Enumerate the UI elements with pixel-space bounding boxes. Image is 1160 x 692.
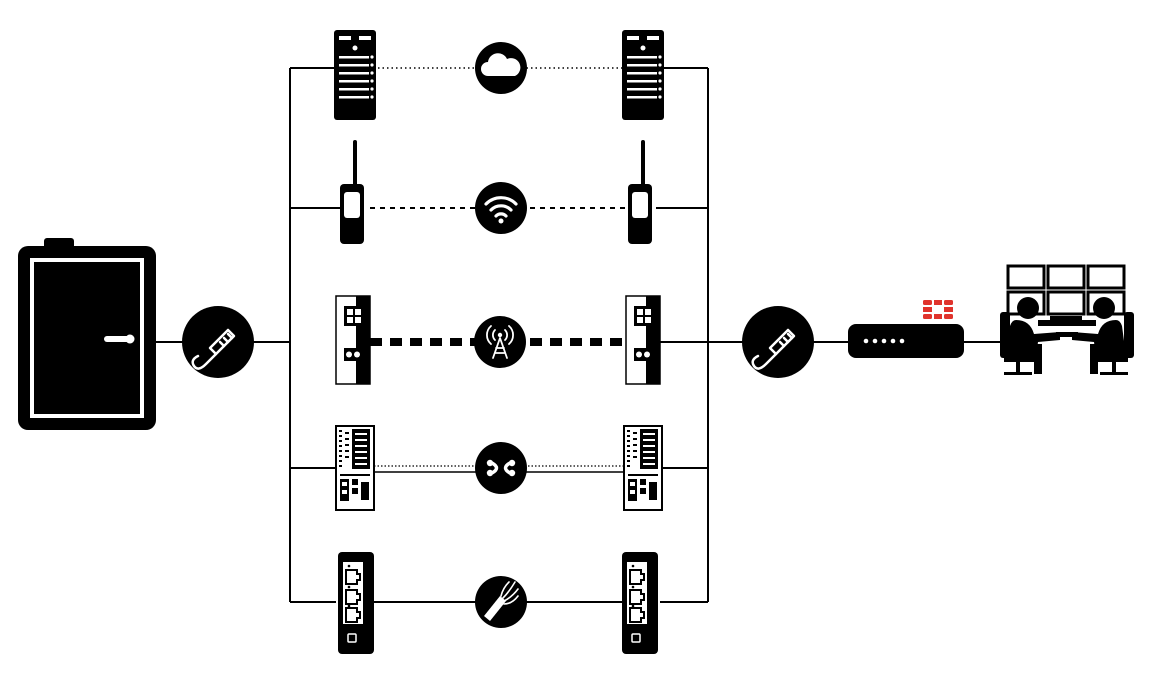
- firewall-router-icon: [848, 324, 964, 358]
- ethernet-cable-icon: [182, 306, 254, 378]
- backbone-lines: [152, 67, 1000, 603]
- door-panel-icon: [18, 238, 156, 430]
- radio-transmitter-icon: [628, 140, 652, 244]
- copper-cable-icon: [475, 576, 527, 628]
- control-room-icon: [1000, 264, 1134, 375]
- radio-transmitter-icon: [340, 140, 364, 244]
- wifi-icon: [475, 182, 527, 234]
- cloud-icon: [475, 42, 527, 94]
- din-switch-icon: [335, 425, 375, 511]
- ethernet-cable-icon: [742, 306, 814, 378]
- server-rack-icon: [622, 30, 664, 120]
- server-rack-icon: [334, 30, 376, 120]
- din-switch-icon: [623, 425, 663, 511]
- wall-io-module-icon: [335, 295, 371, 385]
- firewall-logo-icon: [923, 300, 953, 319]
- ethernet-switch-icon: [621, 551, 659, 655]
- ethernet-switch-icon: [337, 551, 375, 655]
- cell-tower-icon: [474, 316, 526, 368]
- wall-io-module-icon: [625, 295, 661, 385]
- fiber-link-icon: [475, 442, 527, 494]
